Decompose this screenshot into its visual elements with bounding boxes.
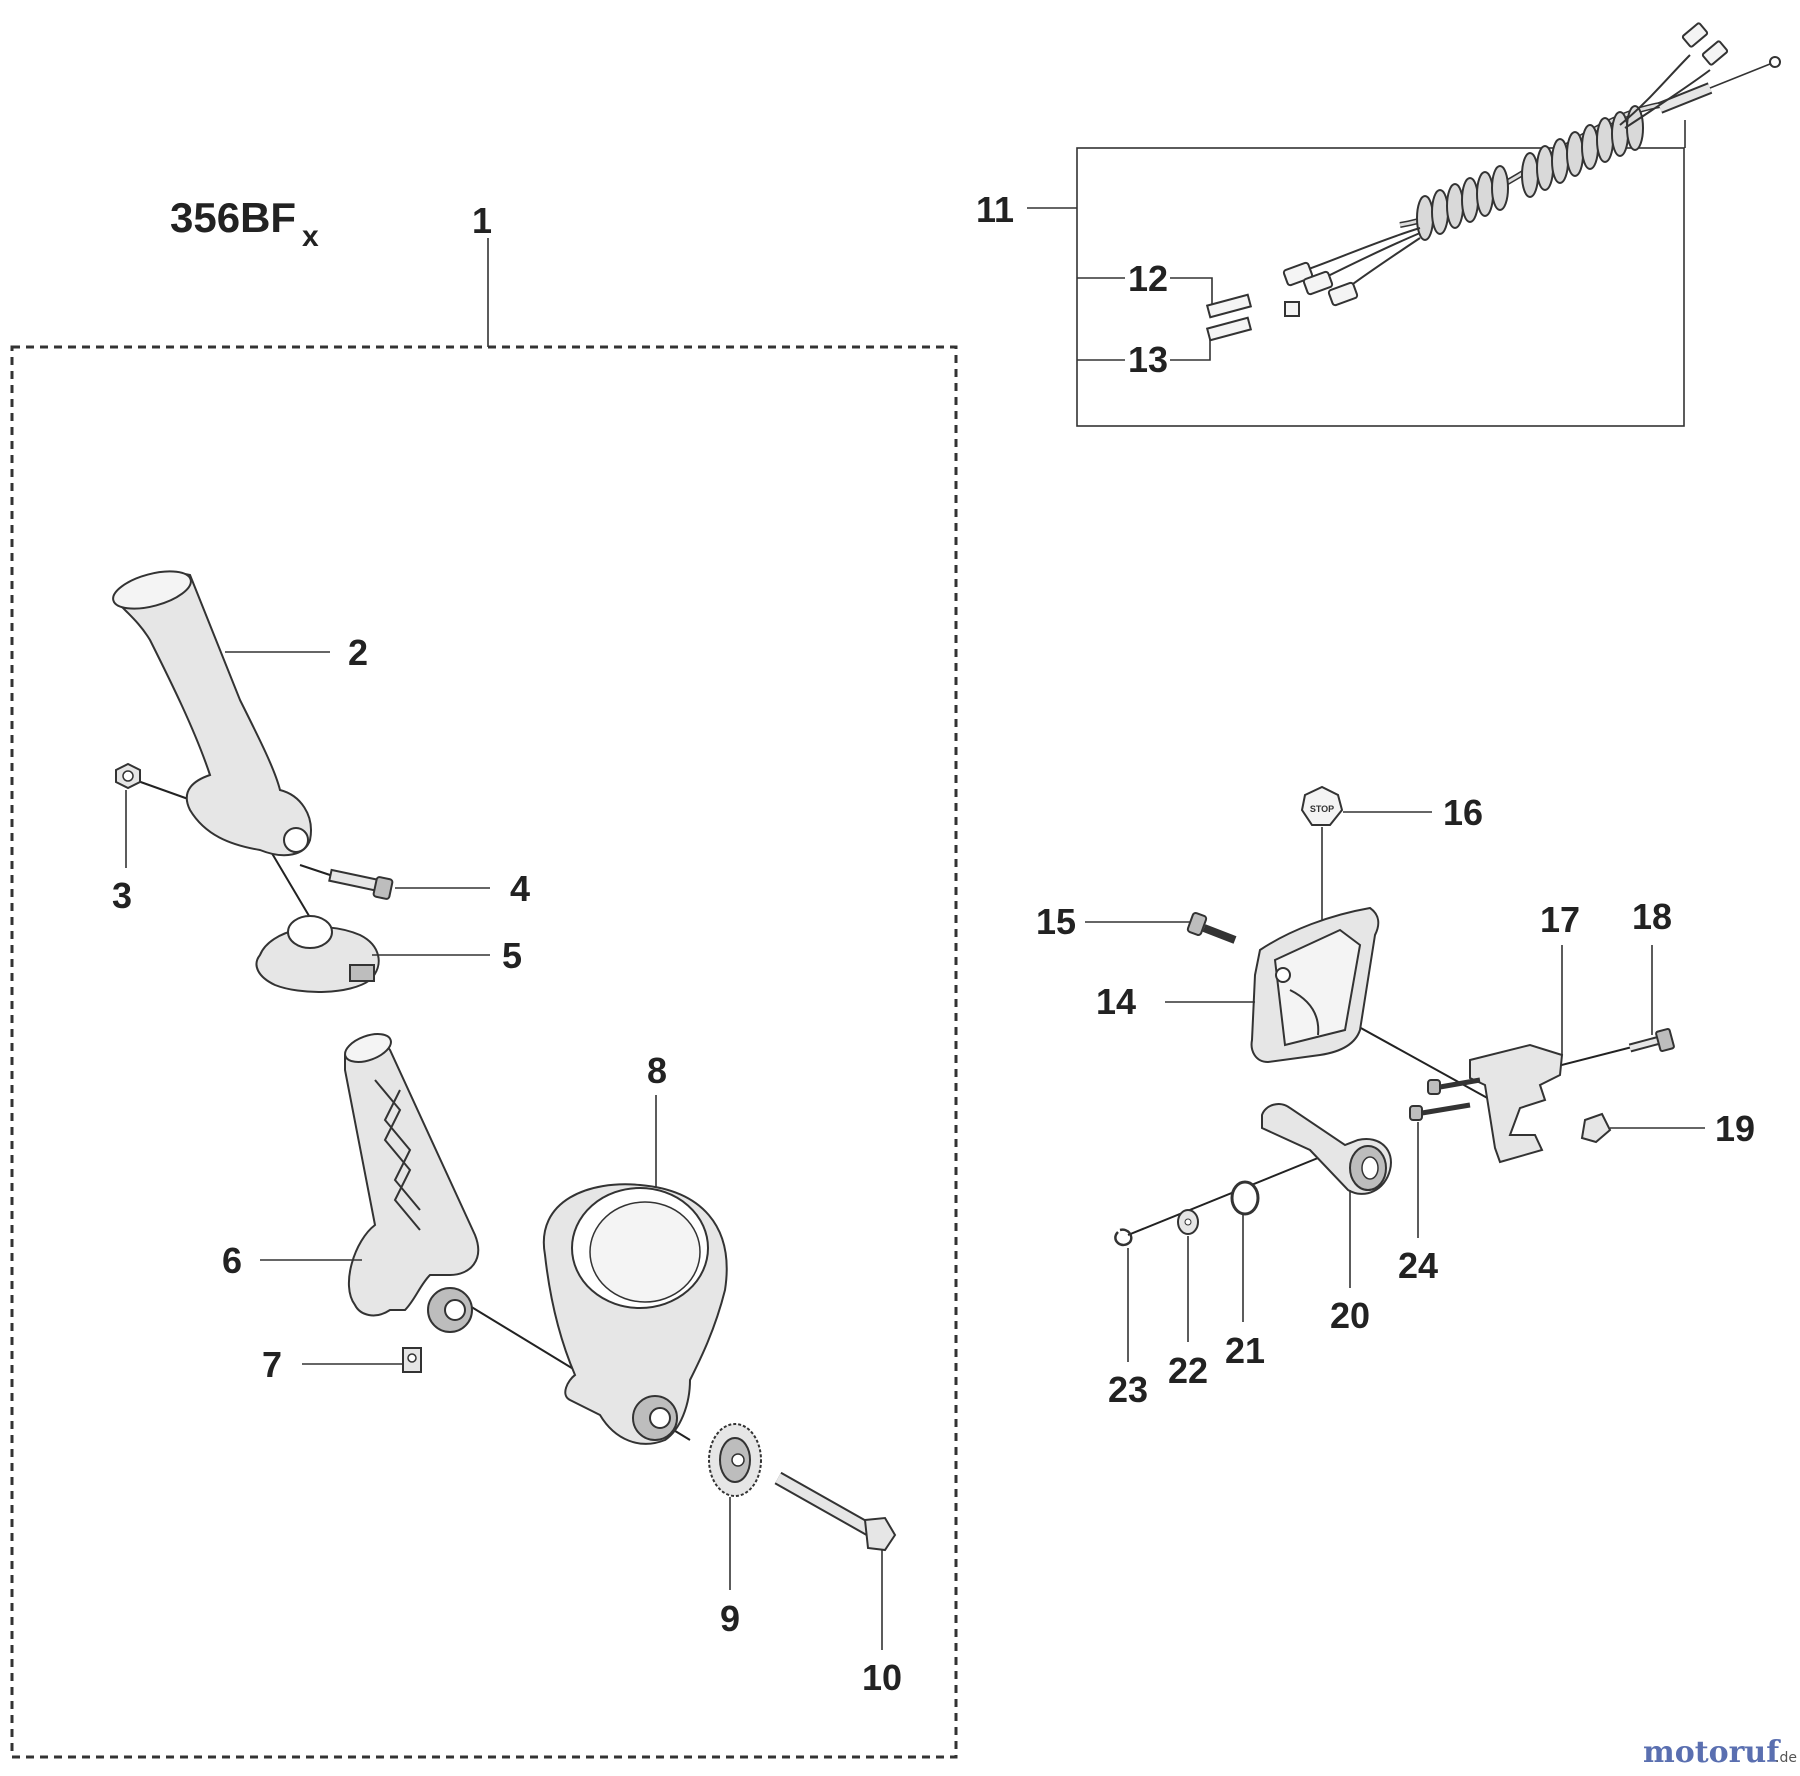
callout-18: 18 bbox=[1632, 896, 1672, 937]
callout-14: 14 bbox=[1096, 981, 1136, 1022]
part-17-bracket bbox=[1469, 1043, 1564, 1164]
wiring-kit-frame bbox=[1076, 147, 1685, 427]
callout-22: 22 bbox=[1168, 1350, 1208, 1391]
callout-13: 13 bbox=[1128, 339, 1168, 380]
callout-1: 1 bbox=[472, 200, 492, 241]
part-16-stop-decal: STOP bbox=[1300, 785, 1344, 826]
callout-12: 12 bbox=[1128, 258, 1168, 299]
part-5-clamp bbox=[255, 915, 380, 993]
callout-3: 3 bbox=[112, 875, 132, 916]
part-20-throttle-lever bbox=[1261, 1103, 1392, 1195]
callout-19: 19 bbox=[1715, 1108, 1755, 1149]
wire-harness bbox=[1205, 22, 1781, 342]
callout-9: 9 bbox=[720, 1598, 740, 1639]
part-7-square-nut bbox=[402, 1347, 422, 1373]
model-title: 356BF bbox=[170, 194, 296, 241]
part-14-housing bbox=[1250, 906, 1380, 1064]
part-9-gear bbox=[708, 1423, 762, 1497]
watermark-tld: .de bbox=[1775, 1750, 1797, 1766]
leader-13b bbox=[1170, 335, 1211, 361]
kit-frame-dashed bbox=[10, 345, 958, 1759]
part-23-e-clip bbox=[1114, 1228, 1133, 1247]
part-22-washer bbox=[1177, 1209, 1199, 1235]
part-15-screw bbox=[1186, 912, 1237, 944]
callout-23: 23 bbox=[1108, 1369, 1148, 1410]
watermark-brand: motoruf bbox=[1643, 1735, 1781, 1770]
callout-17: 17 bbox=[1540, 899, 1580, 940]
part-18-screw bbox=[1628, 1027, 1675, 1053]
part-3-nut bbox=[115, 762, 141, 790]
watermark-logo: motoruf .de bbox=[1643, 1735, 1797, 1770]
callout-5: 5 bbox=[502, 935, 522, 976]
callout-6: 6 bbox=[222, 1240, 242, 1281]
part-19-clip-nut bbox=[1580, 1112, 1612, 1144]
callout-21: 21 bbox=[1225, 1330, 1265, 1371]
callout-20: 20 bbox=[1330, 1295, 1370, 1336]
part-2-handle-grip bbox=[112, 570, 312, 857]
part-6-handle-arm bbox=[344, 1033, 480, 1333]
callout-7: 7 bbox=[262, 1344, 282, 1385]
stop-text: STOP bbox=[1310, 804, 1334, 814]
part-10-bolt bbox=[774, 1471, 897, 1552]
part-24-screws bbox=[1409, 1077, 1481, 1121]
callout-8: 8 bbox=[647, 1050, 667, 1091]
leader-12b bbox=[1170, 277, 1213, 305]
callout-11: 11 bbox=[976, 189, 1014, 230]
callout-10: 10 bbox=[862, 1657, 902, 1698]
callout-2: 2 bbox=[348, 632, 368, 673]
part-21-washer bbox=[1230, 1180, 1260, 1216]
callout-16: 16 bbox=[1443, 792, 1483, 833]
callout-24: 24 bbox=[1398, 1245, 1438, 1286]
part-8-clamp-ring bbox=[542, 1183, 728, 1445]
model-title-suffix: x bbox=[302, 220, 319, 253]
part-4-screw bbox=[328, 868, 394, 900]
callout-4: 4 bbox=[510, 868, 530, 909]
callout-15: 15 bbox=[1036, 901, 1076, 942]
